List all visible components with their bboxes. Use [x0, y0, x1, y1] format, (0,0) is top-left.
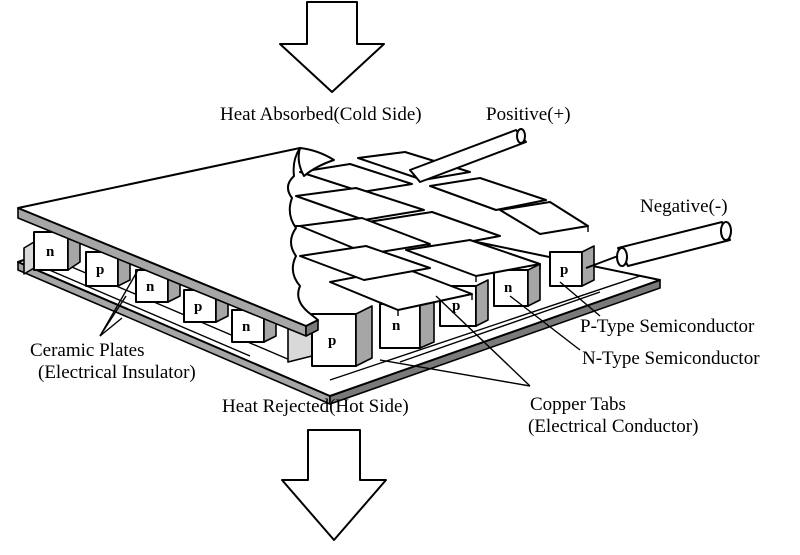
- pellet-n-1-label: n: [46, 244, 55, 260]
- positive-wire: [409, 128, 527, 183]
- label-p-type-semiconductor: P-Type Semiconductor: [580, 316, 755, 337]
- heat-absorbed-arrow: [279, 1, 385, 93]
- pellet-row-front-right: p n p n p: [287, 245, 595, 367]
- pellet-p-5-label: p: [560, 262, 568, 278]
- label-positive: Positive(+): [486, 104, 571, 125]
- upper-copper-tabs: [295, 151, 589, 316]
- pellet-p-2-label: p: [194, 299, 202, 315]
- pellet-p-1-label: p: [96, 262, 104, 278]
- label-electrical-conductor: (Electrical Conductor): [528, 416, 698, 437]
- label-heat-rejected: Heat Rejected(Hot Side): [222, 396, 409, 417]
- label-electrical-insulator: (Electrical Insulator): [38, 362, 196, 383]
- pellet-p-3: p: [287, 305, 373, 367]
- pellet-n-3-label: n: [242, 319, 251, 335]
- label-heat-absorbed: Heat Absorbed(Cold Side): [220, 104, 422, 125]
- pellet-p-4-label: p: [452, 298, 460, 314]
- label-copper-tabs: Copper Tabs: [530, 394, 626, 415]
- pellet-p-3-label: p: [328, 333, 336, 349]
- label-n-type-semiconductor: N-Type Semiconductor: [582, 348, 760, 369]
- leader-lines: [99, 269, 601, 387]
- label-ceramic-plates: Ceramic Plates: [30, 340, 145, 361]
- pellet-n-4: n: [379, 297, 435, 349]
- negative-wire: [585, 221, 732, 269]
- pellet-p-5: p: [549, 245, 595, 287]
- top-ceramic-plate: [17, 147, 335, 337]
- label-negative: Negative(-): [640, 196, 728, 217]
- pellet-n-4-label: n: [392, 318, 401, 334]
- pellet-n-2-label: n: [146, 279, 155, 295]
- heat-rejected-arrow: [281, 429, 387, 541]
- pellet-n-5-label: n: [504, 280, 513, 296]
